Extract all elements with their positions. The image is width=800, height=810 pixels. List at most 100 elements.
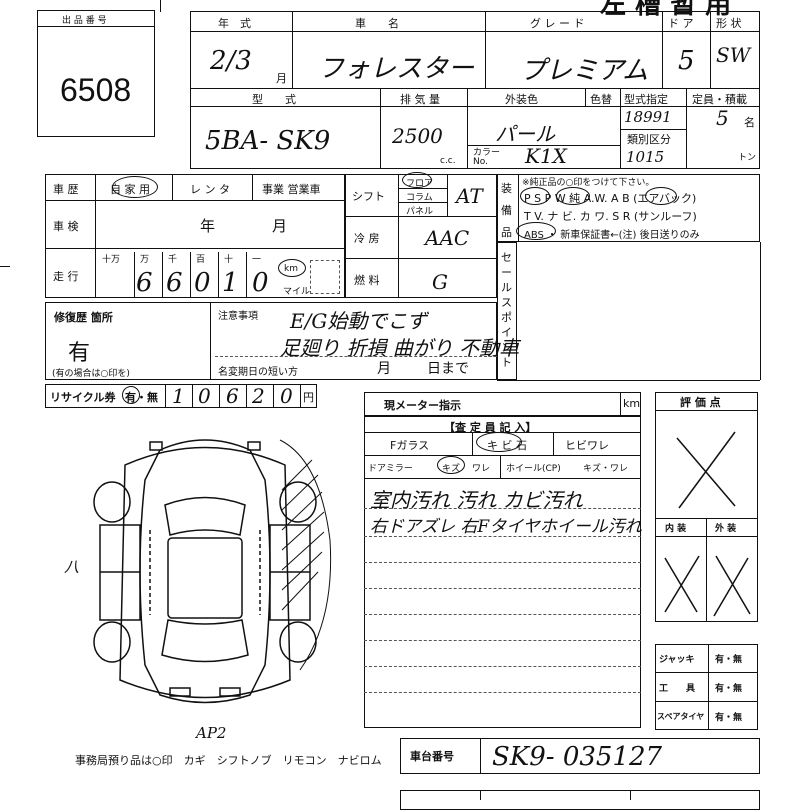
meter-unit: km: [623, 397, 641, 410]
col-model: 型 式: [252, 93, 296, 106]
roof: [167, 537, 243, 619]
fuel-value: G: [432, 270, 448, 294]
accessories-box: [655, 644, 758, 730]
recycle-digit-1: 0: [198, 384, 211, 408]
lot-number: 6508: [60, 72, 132, 108]
col-displacement: 排 気 量: [400, 93, 440, 106]
recycle-digit-0: 1: [172, 384, 185, 408]
rating-score-mark: [676, 431, 736, 509]
sales-point-block: [497, 242, 517, 380]
mileage-label: 走 行: [53, 270, 79, 283]
own-circle: [112, 176, 158, 198]
equipment-block: [497, 174, 760, 242]
digit-label-0: 十万: [102, 255, 121, 265]
type-code-value: 18991: [624, 108, 672, 126]
repair-label: 修復歴 箇所: [54, 311, 113, 324]
vehicle-table: [190, 11, 760, 169]
lot-label: 出 品 番 号: [62, 16, 107, 26]
history-rental: レ ン タ: [190, 183, 230, 196]
recycle-yen: 円: [303, 391, 314, 404]
digit-label-2: 千: [168, 255, 178, 265]
lot-box: [37, 10, 155, 137]
diagram-note-left: 八: [64, 558, 80, 576]
recycle-label: リサイクル券: [50, 391, 116, 404]
history-label: 車 歴: [53, 183, 79, 196]
digit-label-5: 一: [252, 255, 262, 265]
col-capacity: 定員・積載: [692, 93, 747, 106]
recycle-digit-3: 2: [252, 384, 265, 408]
shift-opt-panel: パネル: [406, 207, 434, 217]
color-no-label: カラー No.: [473, 148, 501, 167]
wheel-rear-left: [93, 621, 131, 663]
rating-interior: 内 装: [665, 524, 687, 534]
abs-circle: [516, 222, 556, 240]
mirror-scratch-circle: [437, 456, 465, 474]
meter-box: [364, 392, 641, 416]
header-title: 左 槽 暂 用: [600, 0, 732, 20]
mileage-digit-2: 0: [194, 268, 211, 298]
ac-value: AAC: [425, 226, 470, 250]
shift-label: シフト: [352, 190, 385, 203]
accessory-name-2: スペアタイヤ: [657, 712, 705, 721]
mileage-digit-3: 1: [222, 268, 239, 298]
chassis-box: [400, 738, 760, 774]
displacement-value: 2500: [392, 124, 443, 148]
col-type-code: 型式指定: [624, 93, 668, 106]
ab-circle: [645, 187, 677, 205]
inspector-mirror-crack: ワレ: [472, 464, 491, 474]
inspector-comment2: 右ドアズレ 右Fタイヤホイール汚れ: [370, 517, 642, 537]
attention-line1: E/G始動でこず: [290, 309, 427, 333]
wheel-front-right: [279, 481, 317, 523]
diagram-note-bottom: AP2: [196, 724, 227, 742]
pw-circle: [556, 187, 590, 205]
deadline-month: 月: [377, 361, 391, 377]
rating-exterior: 外 装: [715, 524, 737, 534]
inspector-box: [364, 416, 641, 728]
month-unit: 月: [276, 72, 287, 85]
km-circle: [278, 259, 306, 277]
mileage-digit-1: 6: [166, 268, 183, 298]
year-value: 2/3: [210, 46, 252, 76]
col-repaint: 色替: [590, 93, 612, 106]
extra-digit-box: [310, 260, 340, 294]
ac-label: 冷 房: [354, 232, 380, 245]
mileage-digit-0: 6: [136, 268, 153, 298]
cc-unit: c.c.: [440, 156, 456, 166]
col-year: 年 式: [218, 17, 251, 30]
history-business: 事業 営業車: [262, 183, 321, 196]
color-value: パール: [495, 122, 555, 146]
rating-interior-mark: [664, 555, 700, 613]
recycle-digit-2: 6: [226, 384, 239, 408]
accessory-options-1: 有・無: [715, 684, 743, 694]
inspector-glass: Fガラス: [390, 439, 430, 452]
chassis-value: SK9- 035127: [492, 742, 663, 772]
rating-label: 評 価 点: [680, 396, 721, 409]
repair-value: 有: [68, 341, 91, 366]
recycle-circle: [122, 386, 140, 404]
history-block: [45, 174, 345, 298]
accessory-name-0: ジャッキ: [659, 655, 695, 665]
inspection-month-unit: 月: [272, 217, 288, 235]
inspector-wheel-condition: キズ・ワレ: [583, 464, 629, 474]
rating-exterior-mark: [713, 555, 751, 617]
digit-label-1: 万: [140, 255, 150, 265]
equipment-line2: T V. ナ ビ. カ ワ. S R (サンルーフ): [524, 210, 697, 223]
digit-label-4: 十: [224, 255, 234, 265]
rear-glass: [161, 619, 249, 663]
col-color: 外装色: [505, 93, 538, 106]
floor-circle: [402, 172, 432, 188]
inspector-crack: ヒビワレ: [565, 439, 609, 452]
recycle-row: [45, 384, 317, 408]
car-damage-diagram: [93, 439, 332, 704]
model-value: 5BA- SK9: [205, 126, 331, 156]
chassis-label: 車台番号: [410, 750, 454, 763]
class-value: 1015: [626, 148, 665, 166]
capacity-unit: 名: [744, 116, 755, 129]
col-name: 車 名: [355, 17, 399, 30]
repair-note: (有の場合は○印を): [52, 369, 130, 379]
office-note: 事務局預り品は○印 カギ シフトノブ リモコン ナビロム: [75, 754, 382, 767]
fuel-label: 燃 料: [354, 274, 380, 287]
ton-unit: トン: [738, 153, 757, 163]
accessory-name-1: 工 具: [659, 684, 696, 694]
col-doors: ド ア: [668, 17, 694, 30]
